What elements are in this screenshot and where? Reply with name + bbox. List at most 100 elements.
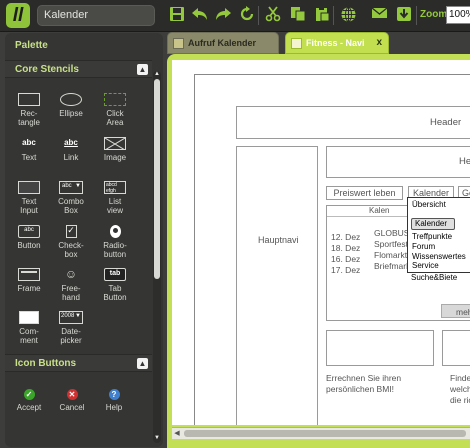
stencil-label: Link — [63, 153, 79, 162]
dropdown-item-label: Kalender — [415, 219, 448, 228]
button-icon: abc — [18, 225, 40, 238]
palette-scrollbar[interactable]: ▲ ▼ — [153, 71, 161, 443]
mockup-bmi-box[interactable] — [326, 330, 434, 366]
dropdown-item-selected[interactable]: Kalender — [411, 218, 455, 230]
stencil-label: Frame — [17, 284, 41, 293]
stencil-image[interactable]: Image — [92, 137, 138, 162]
calendar-date: 17. Dez — [331, 265, 361, 275]
toolbar-separator — [333, 6, 334, 25]
right-text: die ric — [450, 395, 470, 405]
mockup-header-box[interactable]: Header — [236, 106, 470, 139]
stencil-label: Click Area — [106, 109, 124, 127]
stencil-rectangle[interactable]: Rec- tangle — [6, 93, 52, 127]
dropdown-item[interactable]: Übersicht — [412, 200, 446, 209]
radio-button-icon — [109, 225, 121, 238]
stencil-combo-box[interactable]: abcCombo Box — [48, 181, 94, 215]
stencil-text-input[interactable]: Text Input — [6, 181, 52, 215]
mockup-button-preiswert[interactable]: Preiswert leben — [326, 186, 403, 200]
page-icon — [173, 38, 184, 49]
divider — [327, 216, 470, 217]
scroll-left-icon[interactable]: ◀ — [174, 430, 180, 437]
mockup-hauptnavi-box[interactable]: Hauptnavi — [236, 146, 318, 425]
palette-scroll-thumb[interactable] — [154, 79, 160, 279]
calendar-date: 12. Dez — [331, 232, 361, 242]
rectangle-icon — [18, 93, 40, 106]
stencil-date-picker[interactable]: 2008Date- picker — [48, 311, 94, 345]
mockup-hauptnavi-label: Hauptnavi — [258, 235, 299, 245]
collapse-icon[interactable]: ▲ — [137, 358, 148, 369]
icon-button-help[interactable]: ?Help — [94, 389, 134, 412]
stencil-label: Text — [21, 153, 37, 162]
stencil-comment[interactable]: Com- ment — [6, 311, 52, 345]
calendar-event: Sportfest — [374, 239, 409, 249]
calendar-date: 18. Dez — [331, 243, 361, 253]
link-icon: abc — [64, 138, 78, 147]
dropdown-item[interactable]: Suche&Biete — [411, 273, 458, 282]
tab-aufruf-kalender[interactable]: Aufruf Kalender — [167, 32, 279, 54]
app-logo: ll — [6, 3, 30, 28]
globe-icon[interactable] — [339, 6, 357, 24]
stencil-label: Check- box — [58, 241, 84, 259]
tab-label: Aufruf Kalender — [188, 38, 257, 48]
icon-button-label: Accept — [16, 403, 42, 412]
frame-icon — [18, 268, 40, 281]
click-area-icon — [104, 93, 126, 106]
zoom-input[interactable]: 100% — [446, 6, 470, 24]
scroll-up-icon[interactable]: ▲ — [154, 71, 160, 77]
mockup-more-button[interactable]: meh — [441, 304, 470, 318]
stencil-ellipse[interactable]: Ellipse — [48, 93, 94, 118]
dropdown-item[interactable]: Service — [412, 261, 439, 270]
toolbar: ll Kalender Zoom: 100% — [0, 0, 470, 32]
stencil-label: Radio- button — [103, 241, 127, 259]
cut-icon[interactable] — [264, 6, 282, 24]
collapse-icon[interactable]: ▲ — [137, 64, 148, 75]
stencil-label: Combo Box — [58, 197, 84, 215]
stencil-click-area[interactable]: Click Area — [92, 93, 138, 127]
undo-icon[interactable] — [191, 6, 209, 24]
stencil-frame[interactable]: Frame — [6, 268, 52, 293]
stencil-freehand[interactable]: ☺Free- hand — [48, 268, 94, 303]
toolbar-separator — [258, 6, 259, 25]
copy-icon[interactable] — [289, 6, 307, 24]
checkbox-icon: ✓ — [65, 225, 77, 238]
scroll-down-icon[interactable]: ▼ — [154, 435, 160, 441]
icon-buttons-header[interactable]: Icon Buttons ▲ — [5, 354, 152, 372]
stencil-label: Button — [17, 241, 41, 250]
download-icon[interactable] — [395, 6, 413, 24]
image-icon — [104, 137, 126, 150]
document-name-field[interactable]: Kalender — [37, 5, 155, 26]
icon-button-accept[interactable]: ✓Accept — [9, 389, 49, 412]
redo-icon[interactable] — [214, 6, 232, 24]
stencil-label: Text Input — [20, 197, 38, 215]
mockup-header2-box[interactable]: He — [326, 146, 470, 178]
dropdown-item[interactable]: Forum — [412, 242, 436, 251]
canvas-area: Header Hauptnavi He Preiswert leben Kale… — [167, 54, 470, 448]
bmi-text: Errechnen Sie ihren — [326, 373, 402, 383]
canvas-scroll-thumb[interactable] — [184, 430, 466, 437]
canvas-horizontal-scrollbar[interactable]: ◀ — [172, 427, 470, 439]
dropdown-item[interactable]: Treffpunkte — [412, 232, 453, 241]
icon-button-cancel[interactable]: ✕Cancel — [52, 389, 92, 412]
bmi-text: persönlichen BMI! — [326, 384, 395, 394]
icon-buttons-title: Icon Buttons — [15, 358, 77, 369]
core-stencils-header[interactable]: Core Stencils ▲ — [5, 60, 152, 78]
palette-title: Palette — [15, 40, 48, 51]
close-icon[interactable]: x — [376, 37, 382, 48]
tab-fitness-navi[interactable]: Fitness - Navi x — [285, 32, 389, 54]
refresh-icon[interactable] — [238, 6, 256, 24]
dropdown-item[interactable]: Wissenswertes — [412, 252, 466, 261]
stencil-checkbox[interactable]: ✓ Check- box — [48, 225, 94, 259]
mockup-right-box[interactable] — [442, 330, 470, 366]
stencil-radio-button[interactable]: Radio- button — [92, 225, 138, 259]
mail-icon[interactable] — [370, 6, 388, 24]
mockup-dropdown-menu[interactable]: Übersicht Kalender Treffpunkte Forum Wis… — [407, 197, 470, 273]
stencil-label: List view — [106, 197, 123, 215]
save-icon[interactable] — [168, 6, 186, 24]
paste-icon[interactable] — [313, 6, 331, 24]
calendar-event: Briefmark — [374, 261, 411, 271]
